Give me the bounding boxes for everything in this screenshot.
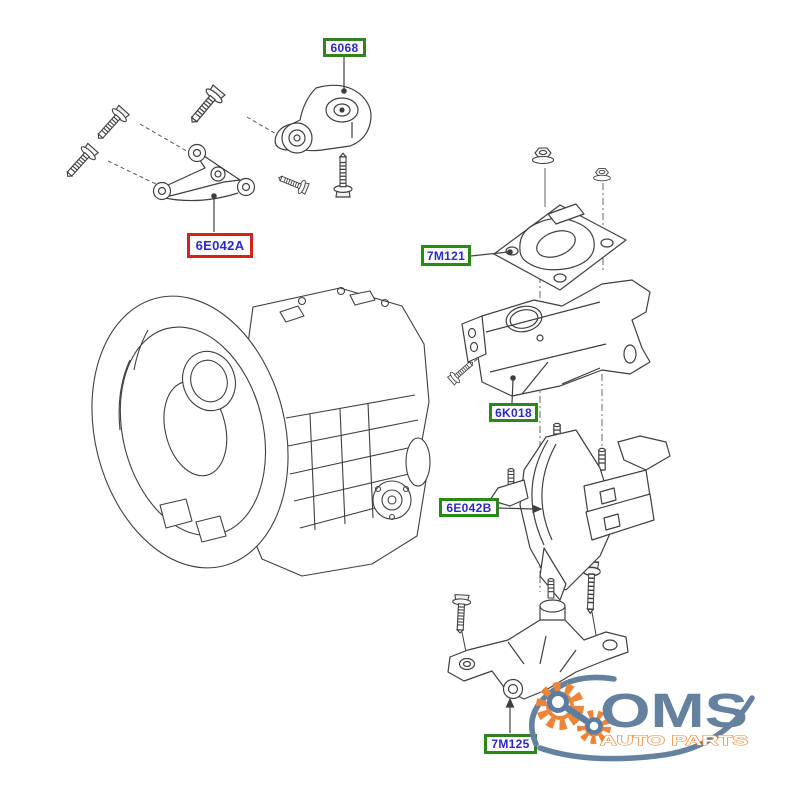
oms-auto-parts-logo: OMS AUTO PARTS (526, 666, 768, 762)
part-label-6068[interactable]: 6068 (323, 38, 366, 57)
part-label-7m121[interactable]: 7M121 (421, 245, 471, 266)
logo-tagline-text: AUTO PARTS (600, 732, 748, 748)
gearbox-mount-7m121 (493, 203, 627, 291)
bracket-6e042a (152, 143, 256, 202)
lower-bracket-7m125 (447, 578, 629, 700)
support-bracket-6k018 (461, 279, 651, 397)
engine-bracket-6e042b (489, 422, 671, 601)
part-label-6e042b[interactable]: 6E042B (439, 498, 499, 517)
engine-mount-6068 (274, 84, 372, 154)
logo-linkage (547, 691, 603, 735)
part-label-6k018[interactable]: 6K018 (489, 403, 538, 422)
logo-swoosh (529, 674, 755, 762)
label-leader-lines (211, 57, 543, 733)
mounting-bolts (60, 83, 611, 653)
logo-brand-text: OMS (600, 685, 748, 738)
part-label-6e042a-highlighted[interactable]: 6E042A (187, 233, 253, 258)
transmission-illustration (91, 286, 431, 577)
